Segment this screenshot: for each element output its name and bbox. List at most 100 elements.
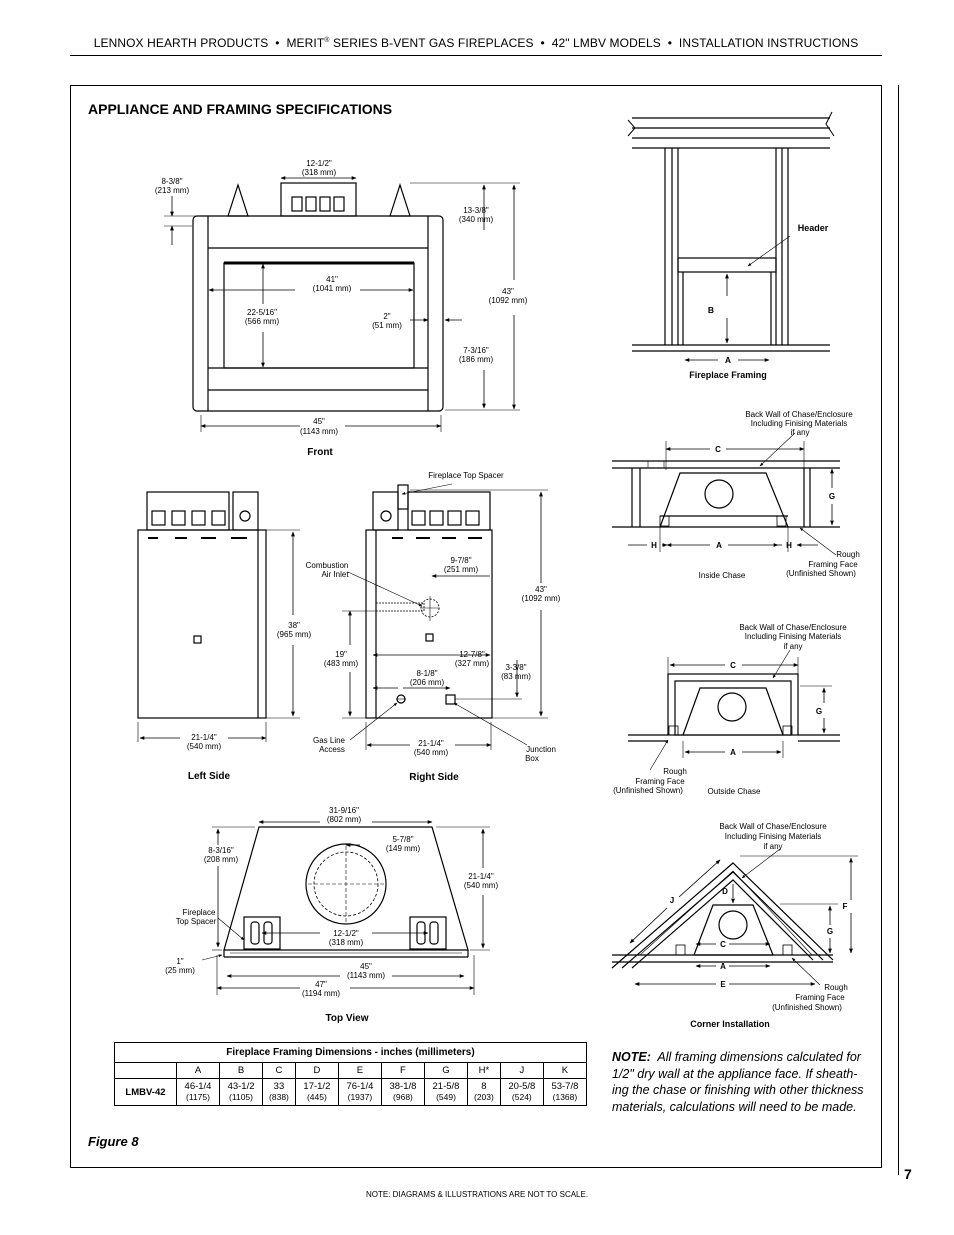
right-dim-height-in: 43" xyxy=(535,585,547,594)
right-dim-inlet-height-mm: (483 mm) xyxy=(324,659,359,668)
footer-note: NOTE: DIAGRAMS & ILLUSTRATIONS ARE NOT T… xyxy=(365,1190,589,1199)
gas-line-label-2: Access xyxy=(319,745,345,754)
inside-h-right: H xyxy=(786,541,792,550)
header-separator: • xyxy=(540,36,545,50)
page-header: LENNOX HEARTH PRODUCTS • MERIT® SERIES B… xyxy=(70,36,882,50)
table-header-cell: K xyxy=(542,1062,588,1079)
table-header-cell: D xyxy=(294,1062,339,1079)
table-cell: 43-1/2(1105) xyxy=(219,1078,264,1106)
inside-chase-drawing xyxy=(612,432,840,556)
right-dim-jbox-in: 12-7/8" xyxy=(459,650,485,659)
note-text: All framing dimensions calculated for 1/… xyxy=(612,1050,864,1114)
framing-note: NOTE: All framing dimensions calculated … xyxy=(612,1049,868,1115)
table-cell: 21-5/8(549) xyxy=(423,1078,469,1106)
outside-rough-1: Rough xyxy=(663,767,687,776)
table-header-cell: B xyxy=(219,1062,264,1079)
cell-mm: (549) xyxy=(436,1092,456,1102)
cell-inches: 38-1/8 xyxy=(389,1081,417,1092)
right-dim-inlet-in: 9-7/8" xyxy=(450,556,471,565)
top-dim-overall-in: 47" xyxy=(315,980,327,989)
right-dim-gas-in: 8-1/8" xyxy=(416,669,437,678)
table-cell: 20-5/8(524) xyxy=(499,1078,544,1106)
front-dim-opening-height-mm: (566 mm) xyxy=(245,317,280,326)
left-dim-depth-mm: (540 mm) xyxy=(187,742,222,751)
corner-back-wall-2: Including Finising Materials xyxy=(725,832,822,841)
left-side-drawing xyxy=(137,491,300,742)
top-dim-depth-in: 21-1/4" xyxy=(468,872,494,881)
table-cell: 38-1/8(968) xyxy=(380,1078,425,1106)
cell-mm: (968) xyxy=(393,1092,413,1102)
front-dim-bottom-mm: (186 mm) xyxy=(459,355,494,364)
corner-caption: Corner Installation xyxy=(690,1019,770,1029)
table-cell: 17-1/2(445) xyxy=(294,1078,339,1106)
table-header-cell: C xyxy=(262,1062,296,1079)
inside-c: C xyxy=(715,445,721,454)
header-series-sup: ® xyxy=(324,37,330,44)
corner-f: F xyxy=(843,902,848,911)
inside-back-wall-1: Back Wall of Chase/Enclosure xyxy=(745,410,853,419)
table-caption-row: Fireplace Framing Dimensions - inches (m… xyxy=(114,1042,587,1063)
corner-installation-drawing xyxy=(611,848,858,986)
header-models: 42" LMBV MODELS xyxy=(551,36,661,50)
corner-e: E xyxy=(720,980,726,989)
right-dim-gas-mm: (206 mm) xyxy=(410,678,445,687)
note-label: NOTE: xyxy=(612,1050,651,1064)
top-dim-depth-mm: (540 mm) xyxy=(464,881,499,890)
inside-h-left: H xyxy=(651,541,657,550)
framing-a: A xyxy=(725,355,731,365)
front-dim-side-mm: (51 mm) xyxy=(372,321,402,330)
inside-back-wall-2: Including Finising Materials xyxy=(751,419,848,428)
top-spacer-label: Fireplace Top Spacer xyxy=(428,471,504,480)
front-dim-opening-width-mm: (1041 mm) xyxy=(313,284,352,293)
table-header-cell: J xyxy=(499,1062,544,1079)
corner-rough-2: Framing Face xyxy=(795,993,845,1002)
corner-d: D xyxy=(722,887,728,896)
front-dim-width-in: 45" xyxy=(313,417,325,426)
front-dim-top-offset-mm: (213 mm) xyxy=(155,186,190,195)
table-header-blank xyxy=(114,1062,177,1079)
table-row: LMBV-42 46-1/4(1175) 43-1/2(1105) 33(838… xyxy=(114,1078,588,1106)
inside-g: G xyxy=(829,492,835,501)
outside-back-wall-1: Back Wall of Chase/Enclosure xyxy=(739,623,847,632)
front-dim-top-width-in: 12-1/2" xyxy=(306,159,332,168)
top-spacer-label-2: Top Spacer xyxy=(176,917,217,926)
header-series-rest: SERIES B-VENT GAS FIREPLACES xyxy=(329,36,534,50)
outside-back-wall-2: Including Finising Materials xyxy=(745,632,842,641)
gas-line-label-1: Gas Line xyxy=(313,736,346,745)
outside-rough-2: Framing Face xyxy=(635,777,685,786)
cell-mm: (445) xyxy=(306,1092,327,1102)
cell-inches: 21-5/8 xyxy=(432,1081,460,1092)
header-separator: • xyxy=(275,36,280,50)
right-dim-depth-in: 21-1/4" xyxy=(418,739,444,748)
corner-g: G xyxy=(827,927,833,936)
header-series: MERIT® SERIES B-VENT GAS FIREPLACES xyxy=(286,36,533,50)
inside-chase-caption: Inside Chase xyxy=(699,571,746,580)
combustion-label-1: Combustion xyxy=(306,561,349,570)
top-spacer-label-1: Fireplace xyxy=(183,908,216,917)
front-dim-opening-height-in: 22-5/16" xyxy=(247,308,277,317)
front-dim-top-width-mm: (318 mm) xyxy=(302,168,337,177)
cell-inches: 20-5/8 xyxy=(508,1081,536,1092)
top-dim-top-mm: (802 mm) xyxy=(327,815,362,824)
corner-j: J xyxy=(670,896,674,905)
corner-back-wall-3: if any xyxy=(763,842,782,851)
inside-back-wall-3: if any xyxy=(790,428,809,437)
corner-c: C xyxy=(720,940,726,949)
corner-rough-3: (Unfinished Shown) xyxy=(772,1003,842,1012)
front-dim-top-height-mm: (340 mm) xyxy=(459,215,494,224)
cell-inches: 8 xyxy=(481,1081,487,1092)
right-dim-height-mm: (1092 mm) xyxy=(522,594,561,603)
left-dim-height-in: 38" xyxy=(288,621,300,630)
top-dim-offset-in: 8-3/16" xyxy=(208,846,234,855)
framing-b: B xyxy=(708,305,714,315)
top-dim-inner-mm: (1143 mm) xyxy=(347,971,385,980)
table-header-cell: F xyxy=(380,1062,425,1079)
right-side-caption: Right Side xyxy=(409,772,459,783)
front-dim-width-mm: (1143 mm) xyxy=(300,427,338,436)
left-dim-depth-in: 21-1/4" xyxy=(191,733,217,742)
table-header-cell: A xyxy=(175,1062,221,1079)
left-dim-height-mm: (965 mm) xyxy=(277,630,312,639)
cell-mm: (524) xyxy=(511,1092,532,1102)
cell-inches: 33 xyxy=(273,1081,285,1092)
left-side-caption: Left Side xyxy=(188,771,231,782)
